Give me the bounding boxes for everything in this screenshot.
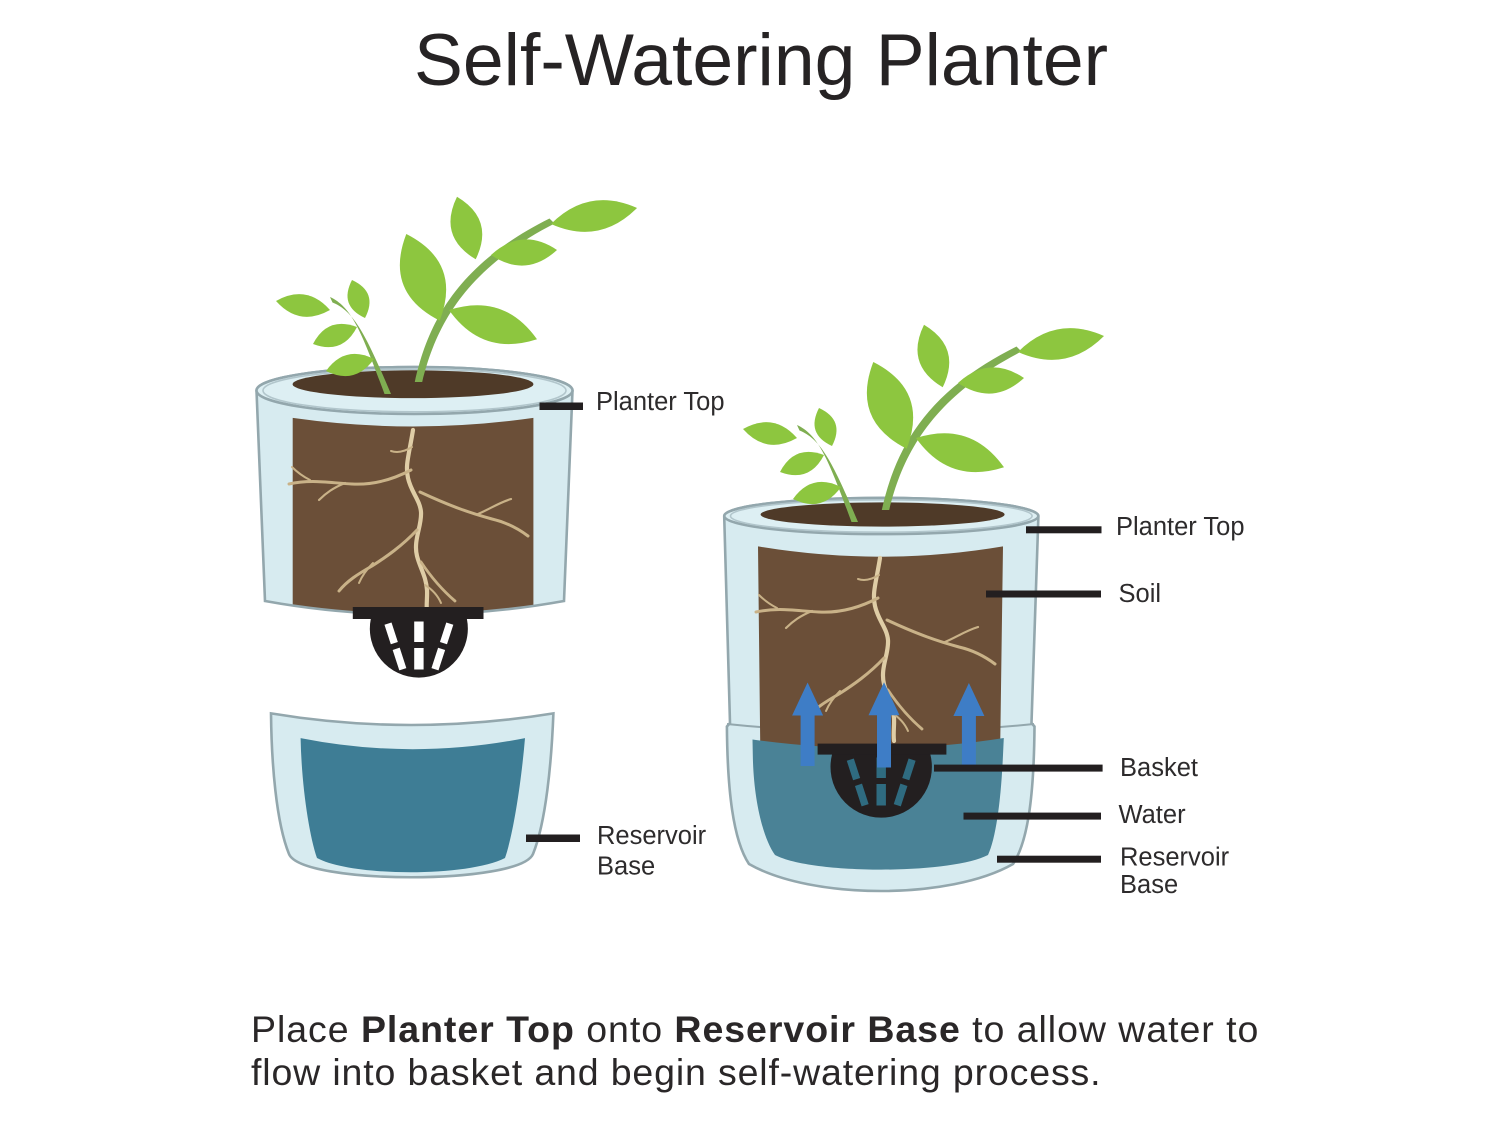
svg-text:Planter Top: Planter Top <box>596 388 725 416</box>
svg-text:Reservoir: Reservoir <box>597 822 707 850</box>
svg-text:Basket: Basket <box>1120 754 1198 782</box>
svg-text:Planter Top: Planter Top <box>1116 513 1245 541</box>
svg-text:Place Planter Top onto Reservo: Place Planter Top onto Reservoir Base to… <box>251 1008 1259 1050</box>
svg-text:Soil: Soil <box>1119 580 1162 608</box>
svg-text:Water: Water <box>1119 801 1187 829</box>
svg-text:Base: Base <box>597 853 655 881</box>
svg-text:Reservoir: Reservoir <box>1120 844 1230 872</box>
svg-text:Base: Base <box>1120 871 1178 899</box>
svg-text:Self-Watering Planter: Self-Watering Planter <box>414 20 1108 101</box>
svg-text:flow into basket and begin sel: flow into basket and begin self-watering… <box>251 1051 1101 1093</box>
